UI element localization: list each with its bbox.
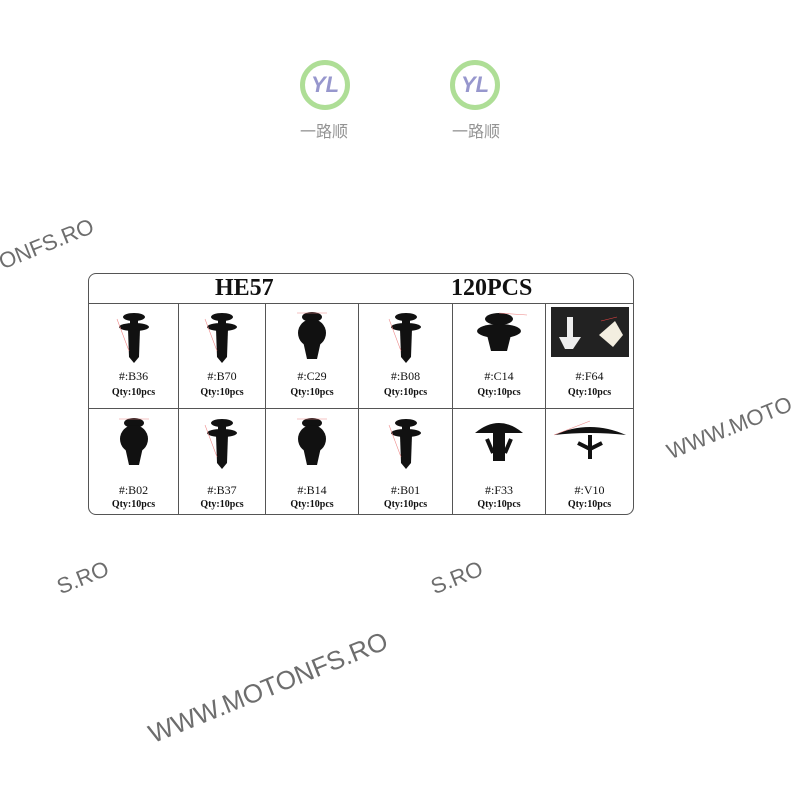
clip-code: #:F64 <box>575 369 604 383</box>
brand-logo-text-right: 一路顺 <box>452 124 501 141</box>
watermark-center: WWW.MOTONFS.RO <box>144 625 393 749</box>
piece-count: 120PCS <box>451 275 533 301</box>
clip-code: #:B14 <box>297 483 327 497</box>
model-title: HE57 <box>215 275 274 301</box>
clip-quantity: Qty:10pcs <box>111 499 156 510</box>
clip-quantity: Qty:10pcs <box>477 387 521 398</box>
push-rivet-clip-icon <box>381 307 431 365</box>
mushroom-clip-icon <box>469 413 529 471</box>
clip-code: #:B08 <box>390 369 421 383</box>
clip-quantity: Qty:10pcs <box>111 387 156 398</box>
round-clip-icon <box>287 413 337 471</box>
brand-logo-text-left: 一路顺 <box>300 124 349 141</box>
screw-clip-icon <box>469 307 529 365</box>
clip-code: #:F33 <box>484 483 513 497</box>
clip-code: #:B70 <box>207 369 237 383</box>
clip-quantity: Qty:10pcs <box>383 387 428 398</box>
clip-code: #:B01 <box>390 483 421 497</box>
clip-quantity: Qty:10pcs <box>567 387 612 398</box>
push-rivet-clip-icon <box>197 413 247 471</box>
clip-code: #:C29 <box>297 369 327 383</box>
clip-quantity: Qty:10pcs <box>200 499 244 510</box>
white-clip-photo-icon <box>550 307 629 357</box>
round-clip-icon <box>109 413 159 471</box>
clip-code: #:V10 <box>574 483 605 497</box>
watermark-bottom-left: S.RO <box>53 555 113 600</box>
watermark-bottom-center: S.RO <box>427 555 487 600</box>
clip-code: #:C14 <box>484 369 514 383</box>
push-rivet-clip-icon <box>197 307 247 365</box>
round-clip-icon <box>287 307 337 365</box>
clip-quantity: Qty:10pcs <box>567 499 612 510</box>
clip-quantity: Qty:10pcs <box>200 387 244 398</box>
brand-logo-left: YL <box>300 60 350 110</box>
panel-header: HE57 120PCS <box>89 274 633 304</box>
brand-logo-right: YL <box>450 60 500 110</box>
watermark-left: ONFS.RO <box>0 213 98 275</box>
watermark-right: WWW.MOTO <box>663 391 796 465</box>
push-rivet-clip-icon <box>381 413 431 471</box>
clip-quantity: Qty:10pcs <box>290 499 334 510</box>
clip-code: #:B37 <box>207 483 237 497</box>
umbrella-clip-icon <box>550 413 630 471</box>
clip-quantity: Qty:10pcs <box>290 387 334 398</box>
clip-quantity: Qty:10pcs <box>383 499 428 510</box>
clip-code: #:B36 <box>118 369 149 383</box>
clip-code: #:B02 <box>118 483 149 497</box>
push-rivet-clip-icon <box>109 307 159 365</box>
clip-quantity: Qty:10pcs <box>477 499 521 510</box>
